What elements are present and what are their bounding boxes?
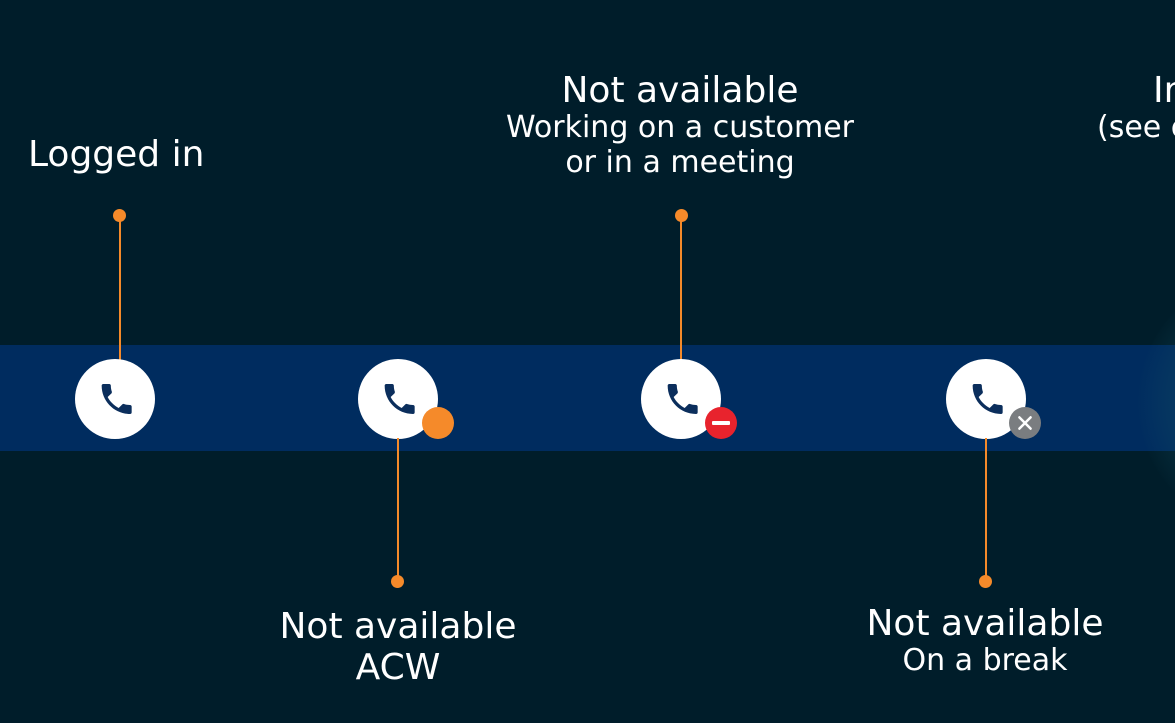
connector-dot xyxy=(979,575,992,588)
phone-icon xyxy=(972,384,1003,414)
label-cut-off: In (see c xyxy=(1097,70,1175,146)
connector-line xyxy=(397,438,399,581)
connector-line xyxy=(680,215,682,360)
label-meeting: Not available Working on a customer or i… xyxy=(480,70,880,180)
state-subtitle: ACW xyxy=(355,647,441,689)
state-title: Logged in xyxy=(28,134,205,175)
close-icon xyxy=(1009,407,1041,439)
phone-icon xyxy=(667,384,698,414)
label-break: Not available On a break xyxy=(835,603,1135,679)
state-subtitle: Working on a customer xyxy=(506,110,854,146)
state-subtitle: (see c xyxy=(1097,110,1175,146)
state-title: Not available xyxy=(866,603,1104,644)
connector-line xyxy=(985,438,987,581)
orange-dot-icon xyxy=(422,407,454,439)
state-subtitle-2: or in a meeting xyxy=(565,144,795,180)
glow-circle xyxy=(1138,272,1175,532)
do-not-disturb-icon xyxy=(705,407,737,439)
state-title: Not available xyxy=(279,606,517,647)
label-acw: Not available ACW xyxy=(248,606,548,689)
phone-status-logged-in xyxy=(75,359,155,439)
label-logged-in: Logged in xyxy=(28,134,204,175)
state-title: In xyxy=(1153,70,1175,111)
state-title: Not available xyxy=(561,70,799,111)
state-subtitle: On a break xyxy=(902,643,1068,679)
connector-line xyxy=(119,215,121,360)
phone-icon xyxy=(384,384,415,414)
connector-dot xyxy=(391,575,404,588)
phone-icon xyxy=(101,384,132,414)
